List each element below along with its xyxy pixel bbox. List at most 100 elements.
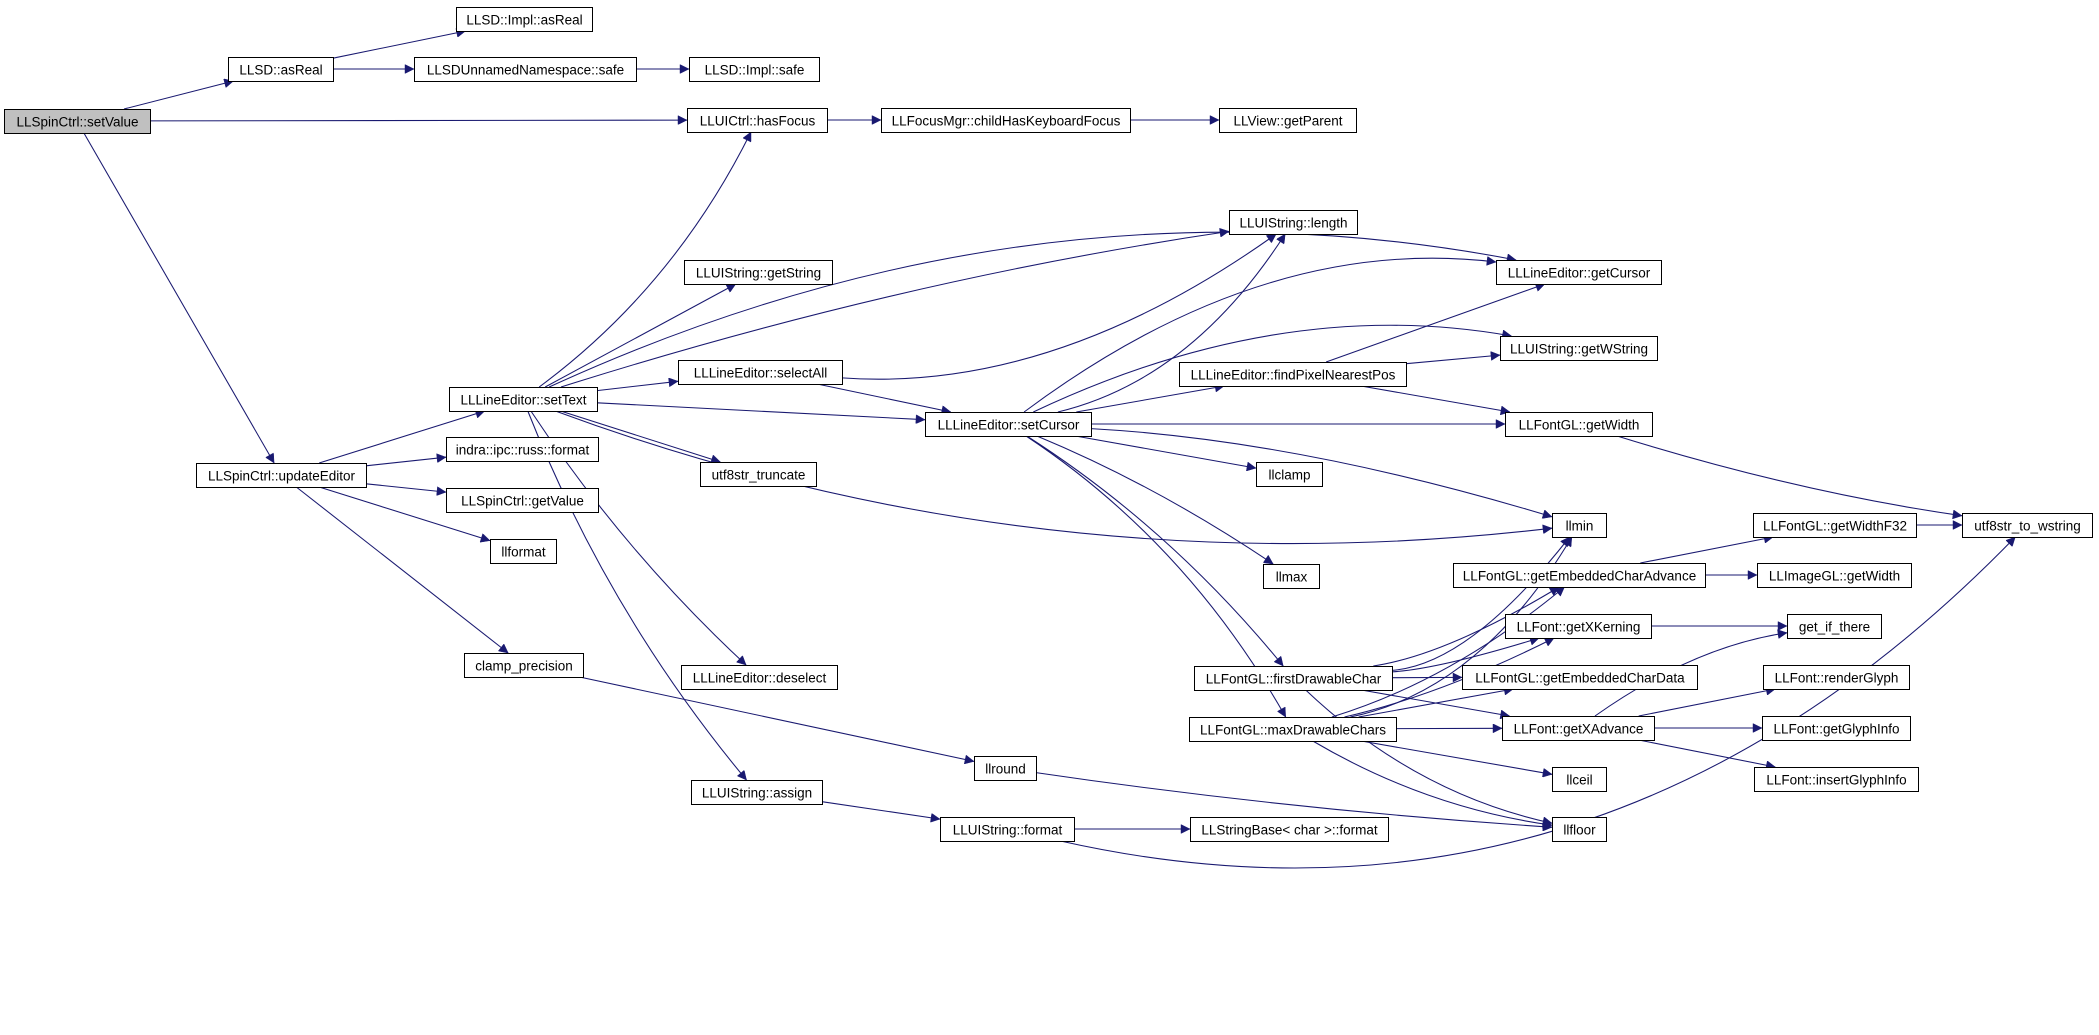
- node-box-has-focus[interactable]: [687, 108, 828, 133]
- node-first-drawable[interactable]: LLFontGL::firstDrawableChar: [1194, 666, 1393, 691]
- node-impl-safe[interactable]: LLSD::Impl::safe: [689, 57, 820, 82]
- node-box-sb-format[interactable]: [1190, 817, 1389, 842]
- node-ui-length[interactable]: LLUIString::length: [1229, 210, 1358, 235]
- node-box-deselect[interactable]: [681, 665, 838, 690]
- node-box-emb-data[interactable]: [1462, 665, 1698, 690]
- node-gl-get-width[interactable]: LLFontGL::getWidth: [1505, 412, 1653, 437]
- node-box-ui-assign[interactable]: [691, 780, 823, 805]
- node-box-update-editor[interactable]: [196, 463, 367, 488]
- node-has-focus[interactable]: LLUICtrl::hasFocus: [687, 108, 828, 133]
- node-box-ui-length[interactable]: [1229, 210, 1358, 235]
- node-ui-get-string[interactable]: LLUIString::getString: [684, 260, 833, 285]
- node-box-llceil[interactable]: [1552, 767, 1607, 792]
- node-box-x-kerning[interactable]: [1505, 614, 1652, 639]
- node-box-max-drawable[interactable]: [1189, 717, 1397, 742]
- node-update-editor[interactable]: LLSpinCtrl::updateEditor: [196, 463, 367, 488]
- node-box-sd-as-real[interactable]: [228, 57, 334, 82]
- node-box-get-width-f32[interactable]: [1753, 513, 1917, 538]
- edge-max-drawable-to-x-kerning: [1344, 637, 1555, 718]
- node-box-spin-get-value[interactable]: [446, 488, 599, 513]
- node-sd-as-real[interactable]: LLSD::asReal: [228, 57, 334, 82]
- node-max-drawable[interactable]: LLFontGL::maxDrawableChars: [1189, 717, 1397, 742]
- node-box-utf8-to-w[interactable]: [1962, 513, 2093, 538]
- node-glyph-info[interactable]: LLFont::getGlyphInfo: [1762, 716, 1911, 741]
- node-box-impl-safe[interactable]: [689, 57, 820, 82]
- node-box-find-pixel[interactable]: [1179, 362, 1407, 387]
- node-deselect[interactable]: LLLineEditor::deselect: [681, 665, 838, 690]
- node-box-gl-get-width[interactable]: [1505, 412, 1653, 437]
- node-img-get-width[interactable]: LLImageGL::getWidth: [1757, 563, 1912, 588]
- node-box-insert-glyph[interactable]: [1754, 767, 1919, 792]
- node-box-ui-get-string[interactable]: [684, 260, 833, 285]
- node-box-unnamed-safe[interactable]: [414, 57, 637, 82]
- node-get-if-there[interactable]: get_if_there: [1787, 614, 1882, 639]
- node-set-value[interactable]: LLSpinCtrl::setValue: [4, 109, 151, 134]
- node-llfloor[interactable]: llfloor: [1552, 817, 1607, 842]
- node-russ-format[interactable]: indra::ipc::russ::format: [446, 437, 599, 462]
- node-sb-format[interactable]: LLStringBase< char >::format: [1190, 817, 1389, 842]
- node-box-set-cursor[interactable]: [925, 412, 1092, 437]
- node-emb-data[interactable]: LLFontGL::getEmbeddedCharData: [1462, 665, 1698, 690]
- node-box-get-wstring[interactable]: [1500, 336, 1658, 361]
- node-render-glyph[interactable]: LLFont::renderGlyph: [1763, 665, 1910, 690]
- node-label-get-parent: LLView::getParent: [1233, 114, 1342, 129]
- node-llround[interactable]: llround: [974, 756, 1037, 781]
- node-box-get-if-there[interactable]: [1787, 614, 1882, 639]
- node-unnamed-safe[interactable]: LLSDUnnamedNamespace::safe: [414, 57, 637, 82]
- node-insert-glyph[interactable]: LLFont::insertGlyphInfo: [1754, 767, 1919, 792]
- node-llceil[interactable]: llceil: [1552, 767, 1607, 792]
- node-box-x-advance[interactable]: [1502, 716, 1655, 741]
- node-box-russ-format[interactable]: [446, 437, 599, 462]
- node-set-text[interactable]: LLLineEditor::setText: [449, 387, 598, 412]
- node-box-set-value[interactable]: [4, 109, 151, 134]
- node-find-pixel[interactable]: LLLineEditor::findPixelNearestPos: [1179, 362, 1407, 387]
- edge-set-cursor-to-find-pixel: [1076, 386, 1224, 413]
- node-box-img-get-width[interactable]: [1757, 563, 1912, 588]
- edge-ui-assign-to-ui-format: [821, 801, 940, 819]
- node-ui-assign[interactable]: LLUIString::assign: [691, 780, 823, 805]
- node-box-set-text[interactable]: [449, 387, 598, 412]
- node-label-deselect: LLLineEditor::deselect: [693, 671, 827, 686]
- node-box-llfloor[interactable]: [1552, 817, 1607, 842]
- node-box-impl-as-real[interactable]: [456, 7, 593, 32]
- node-get-parent[interactable]: LLView::getParent: [1219, 108, 1357, 133]
- node-box-llclamp[interactable]: [1256, 462, 1323, 487]
- node-box-get-cursor[interactable]: [1496, 260, 1662, 285]
- node-box-ui-format[interactable]: [940, 817, 1075, 842]
- edge-set-text-to-utf8-truncate: [560, 410, 721, 462]
- node-set-cursor[interactable]: LLLineEditor::setCursor: [925, 412, 1092, 437]
- node-get-width-f32[interactable]: LLFontGL::getWidthF32: [1753, 513, 1917, 538]
- node-box-render-glyph[interactable]: [1763, 665, 1910, 690]
- node-x-advance[interactable]: LLFont::getXAdvance: [1502, 716, 1655, 741]
- node-x-kerning[interactable]: LLFont::getXKerning: [1505, 614, 1652, 639]
- node-get-wstring[interactable]: LLUIString::getWString: [1500, 336, 1658, 361]
- node-box-llmax[interactable]: [1263, 564, 1320, 589]
- edge-set-cursor-to-llmax: [1036, 435, 1273, 565]
- node-box-llformat[interactable]: [490, 539, 557, 564]
- node-llformat[interactable]: llformat: [490, 539, 557, 564]
- node-box-emb-advance[interactable]: [1453, 563, 1706, 588]
- node-select-all[interactable]: LLLineEditor::selectAll: [678, 360, 843, 385]
- node-box-get-parent[interactable]: [1219, 108, 1357, 133]
- node-llmax[interactable]: llmax: [1263, 564, 1320, 589]
- node-box-llround[interactable]: [974, 756, 1037, 781]
- node-box-clamp-precision[interactable]: [464, 653, 584, 678]
- node-utf8-truncate[interactable]: utf8str_truncate: [700, 462, 817, 487]
- node-child-focus[interactable]: LLFocusMgr::childHasKeyboardFocus: [881, 108, 1131, 133]
- node-label-select-all: LLLineEditor::selectAll: [694, 366, 828, 381]
- node-get-cursor[interactable]: LLLineEditor::getCursor: [1496, 260, 1662, 285]
- node-llclamp[interactable]: llclamp: [1256, 462, 1323, 487]
- node-emb-advance[interactable]: LLFontGL::getEmbeddedCharAdvance: [1453, 563, 1706, 588]
- node-box-child-focus[interactable]: [881, 108, 1131, 133]
- node-clamp-precision[interactable]: clamp_precision: [464, 653, 584, 678]
- node-impl-as-real[interactable]: LLSD::Impl::asReal: [456, 7, 593, 32]
- node-box-glyph-info[interactable]: [1762, 716, 1911, 741]
- node-box-first-drawable[interactable]: [1194, 666, 1393, 691]
- node-llmin[interactable]: llmin: [1552, 513, 1607, 538]
- node-box-utf8-truncate[interactable]: [700, 462, 817, 487]
- node-box-llmin[interactable]: [1552, 513, 1607, 538]
- node-utf8-to-w[interactable]: utf8str_to_wstring: [1962, 513, 2093, 538]
- node-ui-format[interactable]: LLUIString::format: [940, 817, 1075, 842]
- node-spin-get-value[interactable]: LLSpinCtrl::getValue: [446, 488, 599, 513]
- node-box-select-all[interactable]: [678, 360, 843, 385]
